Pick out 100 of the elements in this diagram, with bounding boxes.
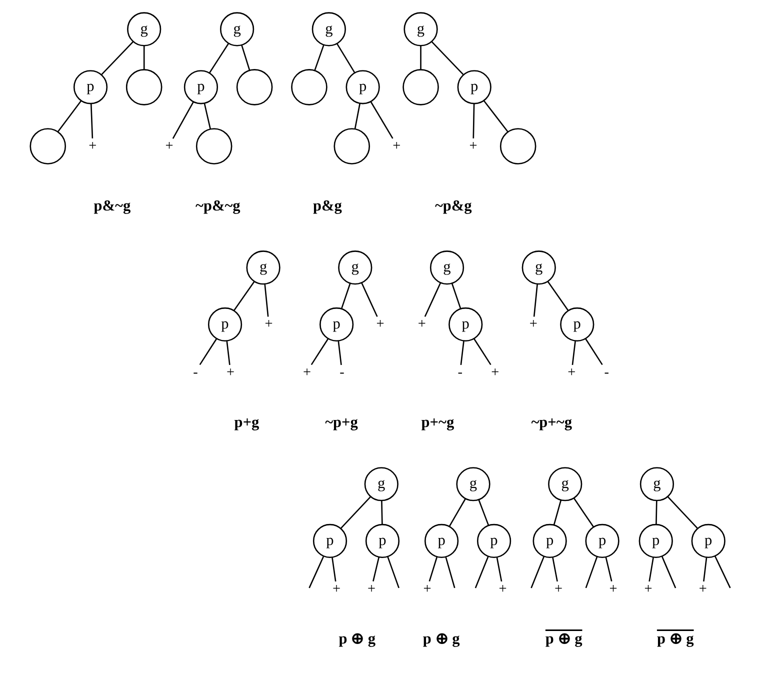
node-circle: g [548, 467, 582, 502]
connector [314, 44, 324, 71]
label: ~p&g [434, 197, 472, 214]
node-text: - [193, 364, 198, 380]
node-circle: p [424, 524, 459, 558]
node-text: + [423, 580, 432, 597]
node-circle: p [320, 307, 354, 342]
connector [474, 556, 489, 588]
node-circle: p [585, 524, 620, 558]
node-text: + [264, 316, 273, 332]
node-circle [402, 69, 439, 106]
connector [451, 283, 462, 309]
connector [530, 556, 545, 588]
connector [420, 46, 422, 70]
node-circle [291, 69, 328, 106]
connector [199, 338, 218, 366]
node-circle: p [184, 70, 218, 104]
label: p ⊕ g [545, 630, 582, 648]
connector [478, 500, 490, 526]
label: p+~g [421, 414, 454, 431]
connector [662, 556, 676, 588]
connector [143, 46, 145, 70]
node-circle: g [220, 12, 254, 46]
connector [338, 341, 342, 365]
node-circle: g [246, 250, 280, 285]
connector [445, 556, 456, 588]
connector [332, 558, 336, 582]
connector [573, 498, 594, 528]
connector [226, 341, 230, 365]
label: p+g [234, 414, 260, 431]
connector [57, 100, 82, 132]
node-circle: p [638, 524, 673, 558]
node-circle: p [560, 307, 594, 342]
node-circle [500, 128, 536, 164]
node-circle: g [338, 250, 372, 285]
connector [448, 498, 466, 526]
node-circle: g [364, 467, 398, 502]
label: ~p+~g [531, 414, 572, 431]
connector [340, 283, 351, 309]
connector [340, 496, 371, 529]
connector [472, 104, 475, 138]
node-text: + [226, 364, 234, 380]
node-circle: g [456, 467, 490, 502]
connector [533, 284, 538, 317]
node-circle [126, 69, 162, 106]
node-text: + [418, 316, 426, 332]
connector [460, 341, 464, 365]
connector [648, 558, 654, 582]
node-text: + [376, 316, 384, 332]
connector [90, 104, 94, 138]
node-text: - [458, 364, 462, 380]
node-text: + [698, 580, 707, 597]
connector [584, 338, 603, 366]
connector [310, 338, 329, 366]
connector [264, 284, 269, 317]
label: p&~g [94, 197, 131, 214]
node-text: + [644, 580, 652, 597]
node-text: + [529, 316, 538, 332]
node-circle: p [346, 70, 380, 104]
connector [233, 281, 255, 311]
node-circle: p [312, 524, 348, 558]
connector [381, 500, 383, 525]
connector [387, 556, 400, 588]
node-circle: p [208, 307, 242, 342]
node-circle [196, 128, 232, 164]
node-text: + [392, 138, 401, 154]
label: ~p&~g [195, 197, 240, 214]
node-circle: g [522, 250, 556, 285]
label: p&g [313, 197, 342, 214]
node-text: + [491, 364, 500, 380]
connector [585, 556, 598, 588]
node-circle: g [404, 12, 438, 46]
connector [473, 338, 492, 366]
node-text: - [604, 364, 610, 380]
connector [552, 558, 558, 582]
node-circle [30, 128, 66, 164]
connector [656, 500, 658, 525]
connector [372, 556, 380, 582]
node-circle: p [532, 524, 567, 558]
connector [208, 43, 230, 74]
connector [483, 100, 508, 132]
node-text: + [498, 580, 507, 597]
node-text: + [469, 138, 478, 154]
connector [336, 43, 356, 73]
connector [172, 102, 194, 139]
connector [370, 101, 394, 139]
label: p ⊕ g [338, 630, 376, 648]
node-text: + [554, 580, 563, 597]
node-circle: g [640, 467, 674, 502]
connector [667, 496, 698, 529]
node-circle: g [430, 250, 464, 285]
connector [100, 41, 134, 76]
connector [605, 556, 612, 582]
node-text: + [88, 138, 97, 154]
node-circle: p [73, 70, 108, 104]
node-text: + [609, 580, 618, 597]
connector [308, 556, 324, 588]
connector [428, 556, 438, 582]
node-text: + [165, 138, 174, 154]
connector [204, 103, 212, 130]
